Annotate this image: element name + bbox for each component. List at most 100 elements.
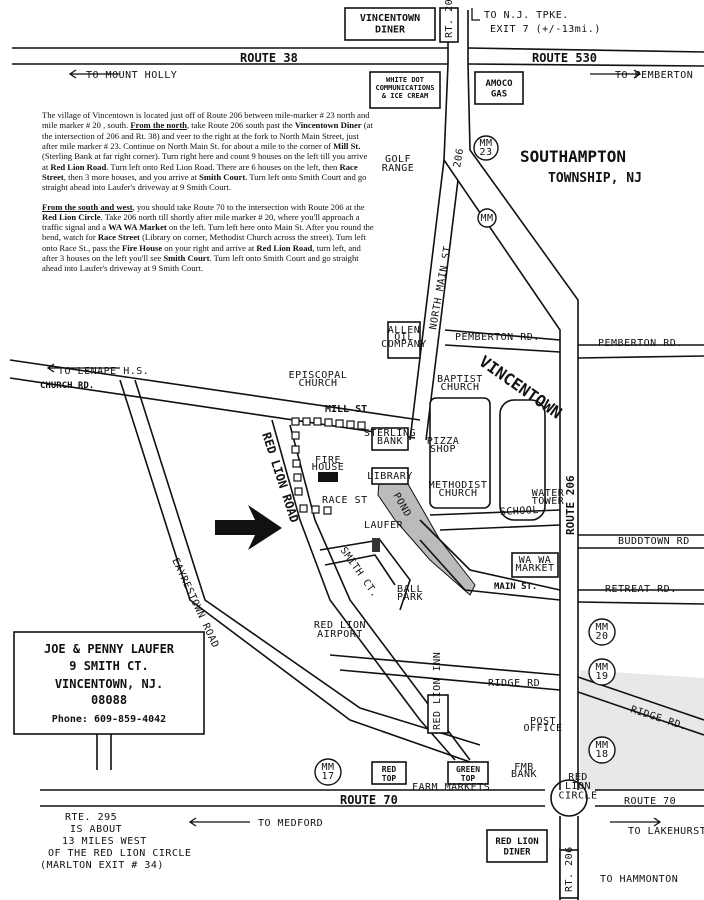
vincentown-block-1 xyxy=(429,397,491,509)
fire-house-mark xyxy=(318,472,338,482)
rte295-line2: IS ABOUT xyxy=(70,824,122,835)
address-zip: 08088 xyxy=(91,693,127,707)
eayrestown-road xyxy=(119,379,481,763)
rt206-bottom-box xyxy=(559,849,579,899)
green-top-box xyxy=(447,761,489,785)
library-label: LIBRARY xyxy=(367,471,413,482)
route38-label: ROUTE 38 xyxy=(240,51,298,65)
address-street: 9 SMITH CT. xyxy=(69,659,148,673)
ridge-rd-label: RIDGE RD xyxy=(488,678,540,689)
to-nj-tpke-label: TO N.J. TPKE. xyxy=(484,10,569,21)
red-lion-inn-box xyxy=(427,694,449,734)
ridge-road xyxy=(329,654,704,736)
route-530-road xyxy=(467,47,704,67)
laufer-label: LAUFER xyxy=(364,520,404,531)
north-main-street xyxy=(409,159,459,441)
sterling-bank-box xyxy=(371,427,409,451)
rt206-bottom-label: RT. 206 xyxy=(564,846,575,892)
address-phone: Phone: 609-859-4042 xyxy=(52,714,166,725)
rte295-line3: 13 MILES WEST xyxy=(62,836,147,847)
main-street xyxy=(419,519,704,605)
direction-arrows xyxy=(46,8,662,827)
school-label: SCHOOL xyxy=(500,505,540,518)
school-road xyxy=(429,509,561,531)
rte295-note: RTE. 295 IS ABOUT 13 MILES WEST OF THE R… xyxy=(40,812,191,871)
library-box xyxy=(371,467,409,485)
route206-right-label: ROUTE 206 xyxy=(564,475,577,535)
race-st-label: RACE ST xyxy=(322,495,368,506)
rt206-top-label: RT. 206 xyxy=(444,0,455,38)
mm-small-label: MM xyxy=(480,213,493,224)
to-lenape-label: TO LENAPE H.S. xyxy=(58,366,149,377)
route-38-road xyxy=(12,47,448,65)
white-dot-box xyxy=(369,71,441,109)
to-lakehurst-label: TO LAKEHURST xyxy=(628,826,704,837)
mill-st-label: MILL ST xyxy=(325,404,367,415)
pemberton-road xyxy=(444,329,704,359)
red-top-box xyxy=(371,761,407,785)
retreat-label: RETREAT RD. xyxy=(605,584,677,595)
to-mount-holly-label: TO MOUNT HOLLY xyxy=(86,70,177,81)
pemberton-rd-label: PEMBERTON RD. xyxy=(455,332,540,343)
route70-right-label: ROUTE 70 xyxy=(624,796,676,807)
mile-markers xyxy=(314,135,616,786)
smith-ct-label: SMITH CT. xyxy=(338,545,381,599)
route70-label: ROUTE 70 xyxy=(340,793,398,807)
smith-court xyxy=(319,539,411,611)
sign-post xyxy=(96,734,112,770)
red-lion-diner-box xyxy=(486,829,548,863)
to-pemberton-label: TO PEMBERTON xyxy=(615,70,693,81)
houses-mill-st xyxy=(291,417,366,515)
farm-markets-label: FARM MARKETS xyxy=(412,782,490,793)
address-box xyxy=(13,631,205,735)
church-rd-label: CHURCH RD. xyxy=(40,381,94,391)
vincentown-diner-box xyxy=(344,7,436,41)
shaded-pond xyxy=(377,469,476,596)
rte295-line4: OF THE RED LION CIRCLE xyxy=(48,848,191,859)
address-city: VINCENTOWN, NJ. xyxy=(55,677,163,691)
red-lion-circle-shape xyxy=(550,779,588,817)
exit7-label: EXIT 7 (+/-13mi.) xyxy=(490,24,601,35)
buddtown-road xyxy=(578,534,704,549)
wawa-box xyxy=(511,552,559,578)
route530-label: ROUTE 530 xyxy=(532,51,597,65)
to-medford-label: TO MEDFORD xyxy=(258,818,323,829)
township-label: TOWNSHIP, NJ xyxy=(548,171,642,186)
directions-from-north: The village of Vincentown is located jus… xyxy=(42,110,373,193)
allen-oil-box xyxy=(387,321,421,359)
vincentown-block-2 xyxy=(499,399,546,521)
to-hammonton-label: TO HAMMONTON xyxy=(600,874,678,885)
directions-from-south: From the south and west, you should take… xyxy=(42,201,374,274)
pointer-arrow xyxy=(215,505,282,550)
route-70-road xyxy=(40,789,704,807)
address-name: JOE & PENNY LAUFER xyxy=(44,642,175,656)
address-block: JOE & PENNY LAUFER 9 SMITH CT. VINCENTOW… xyxy=(44,642,175,725)
rte295-line1: RTE. 295 xyxy=(65,812,117,823)
southampton-label: SOUTHAMPTON xyxy=(520,147,626,166)
rt206-top-box xyxy=(439,7,459,43)
